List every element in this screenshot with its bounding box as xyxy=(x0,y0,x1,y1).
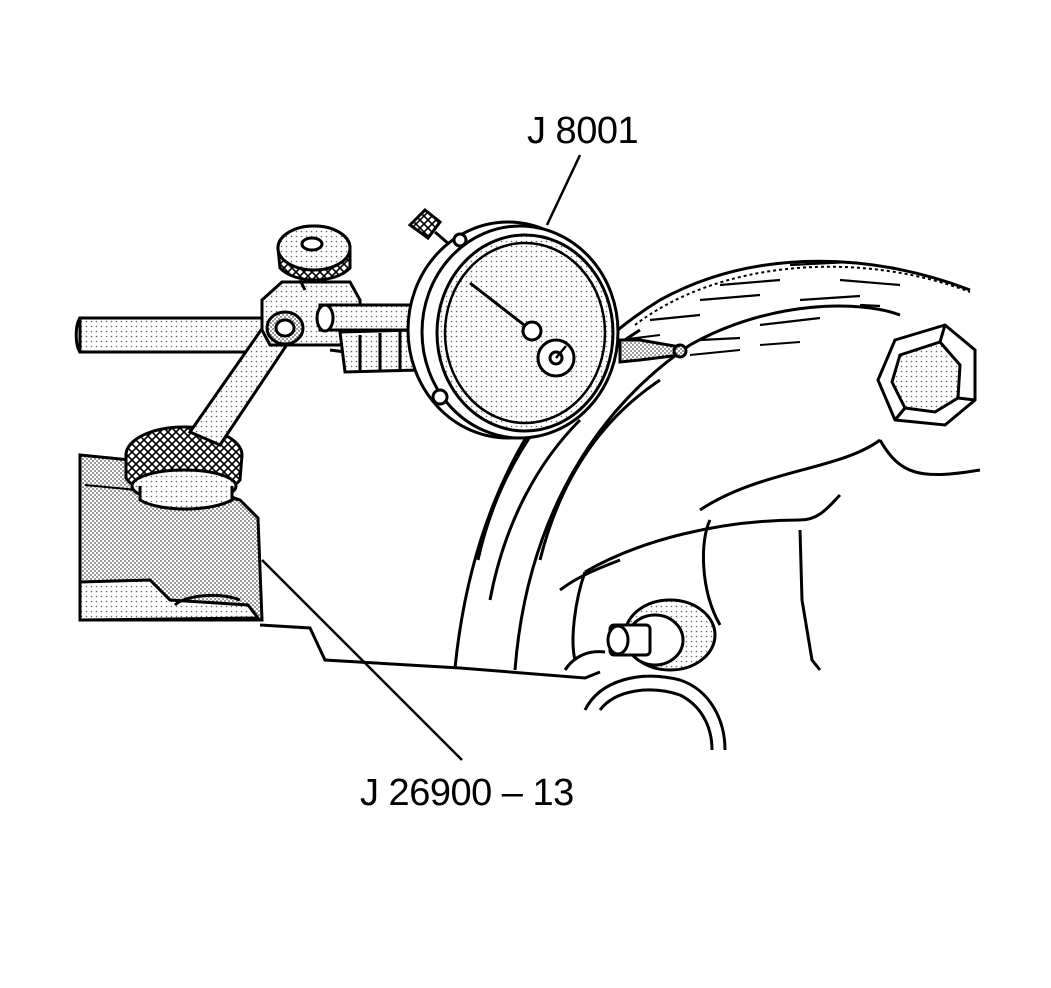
bleeder-bolt xyxy=(606,598,717,672)
indicator-stem xyxy=(315,303,422,374)
magnetic-base xyxy=(78,425,264,622)
callout-j26900-13: J 26900 – 13 xyxy=(360,772,574,814)
leader-j8001 xyxy=(545,154,582,226)
leader-lines xyxy=(261,154,582,761)
leader-j26900 xyxy=(261,559,463,761)
callout-j8001: J 8001 xyxy=(527,110,638,152)
hex-nut xyxy=(876,323,977,427)
brake-housing xyxy=(259,259,981,751)
dial-indicator xyxy=(406,207,688,440)
